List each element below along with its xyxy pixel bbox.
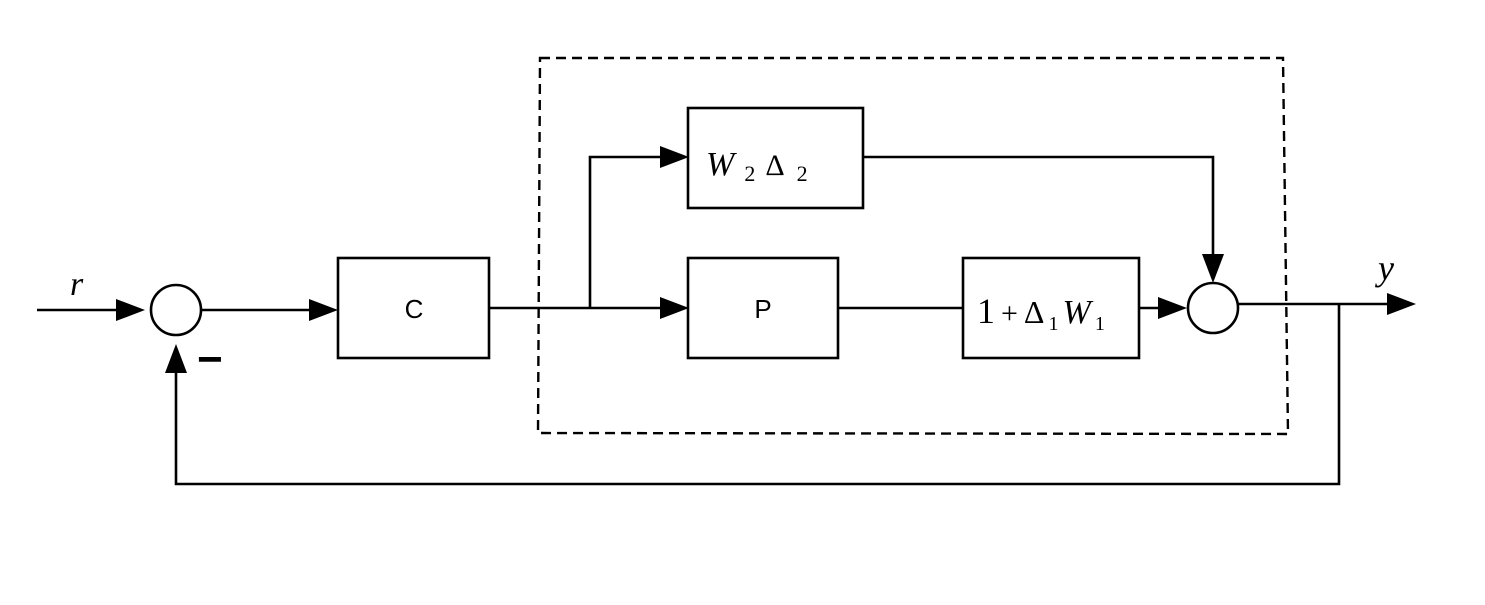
additive-input-arrow	[660, 146, 689, 168]
output-label: y	[1375, 248, 1394, 288]
controller-block	[336, 256, 491, 360]
one-symbol: 1	[977, 291, 995, 331]
multiplicative-uncertainty-block	[961, 256, 1141, 360]
w1-subscript: 1	[1095, 313, 1105, 335]
additive-output-arrow	[1202, 254, 1224, 283]
delta2-subscript: 2	[797, 161, 808, 186]
feedback-arrow	[165, 344, 187, 373]
summing-junction-1	[149, 283, 203, 337]
plus-symbol: +	[1001, 297, 1018, 330]
multiplicative-output-arrow	[1158, 297, 1187, 319]
additive-uncertainty-block	[686, 106, 865, 210]
plant-label: P	[754, 294, 771, 324]
controller-label: C	[405, 294, 424, 324]
multiplicative-uncertainty-label: 1 + Δ 1 W 1	[977, 291, 1105, 335]
uncertainty-boundary	[536, 56, 1290, 436]
branch-wire	[588, 155, 662, 308]
additive-uncertainty-label: W 2 Δ 2	[706, 146, 808, 186]
feedback-wire	[174, 304, 1341, 486]
additive-output-wire	[863, 155, 1215, 257]
reference-label: r	[70, 266, 84, 303]
output-arrow	[1387, 293, 1416, 315]
delta1-subscript: 1	[1049, 313, 1059, 335]
w2-symbol: W	[706, 146, 737, 183]
w1-symbol: W	[1063, 294, 1094, 331]
feedback-minus-sign: −	[197, 335, 223, 384]
summing-junction-2	[1186, 281, 1240, 335]
delta2-symbol: Δ	[765, 149, 784, 182]
input-arrow	[116, 299, 145, 321]
w2-subscript: 2	[744, 161, 755, 186]
error-arrow	[309, 299, 338, 321]
plant-input-arrow	[660, 297, 689, 319]
plant-block	[686, 256, 840, 360]
delta1-symbol: Δ	[1024, 294, 1045, 330]
